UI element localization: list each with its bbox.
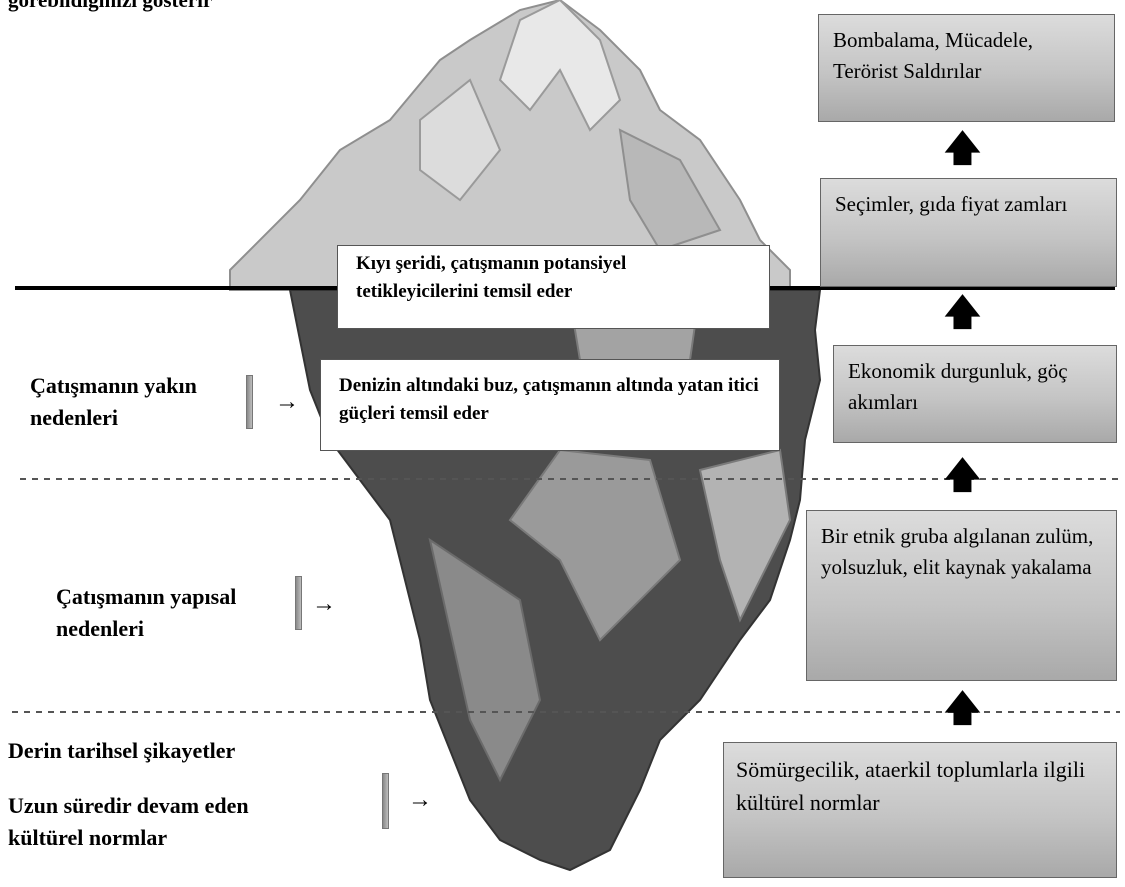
- proximate-arrow-icon: →: [275, 389, 299, 415]
- right-box-4: Bir etnik gruba algılanan zulüm, yolsuzl…: [806, 510, 1117, 681]
- deep-grievances-label: Derin tarihsel şikayetler: [8, 738, 236, 763]
- iceberg-underwater-facet-3: [698, 448, 792, 623]
- right-box-5: Sömürgecilik, ataerkil toplumlarla ilgil…: [723, 742, 1117, 878]
- up-arrow-icon-4: 🡅: [944, 688, 982, 728]
- proximate-causes-label: Çatışmanın yakın nedenleri: [30, 373, 197, 430]
- waterline-callout: Kıyı şeridi, çatışmanın potansiyel tetik…: [337, 245, 770, 329]
- iceberg-underwater-facet-4: [428, 537, 542, 783]
- right-box-2: Seçimler, gıda fiyat zamları: [820, 178, 1117, 287]
- structural-arrow-icon: →: [312, 591, 336, 617]
- deep-arrow-icon: →: [408, 787, 432, 813]
- iceberg-underwater-facet-2: [508, 448, 682, 642]
- cultural-norms-label: Uzun süredir devam eden kültürel normlar: [8, 793, 249, 850]
- up-arrow-icon-3: 🡅: [944, 455, 982, 495]
- structural-marker: [295, 576, 302, 630]
- structural-causes-label: Çatışmanın yapısal nedenleri: [56, 584, 237, 641]
- deep-marker: [382, 773, 389, 829]
- iceberg-tip-facet-right: [618, 128, 722, 252]
- iceberg-tip-facet: [419, 78, 502, 202]
- right-box-3: Ekonomik durgunluk, göç akımları: [833, 345, 1117, 443]
- header-text: görebildiğinizi gösterir: [8, 0, 213, 12]
- underwater-callout: Denizin altındaki buz, çatışmanın altınd…: [320, 359, 780, 451]
- up-arrow-icon-2: 🡅: [944, 292, 982, 332]
- right-box-1: Bombalama, Mücadele, Terörist Saldırılar: [818, 14, 1115, 122]
- proximate-marker: [246, 375, 253, 429]
- iceberg-tip-shade: [498, 0, 622, 132]
- up-arrow-icon-1: 🡅: [944, 128, 982, 168]
